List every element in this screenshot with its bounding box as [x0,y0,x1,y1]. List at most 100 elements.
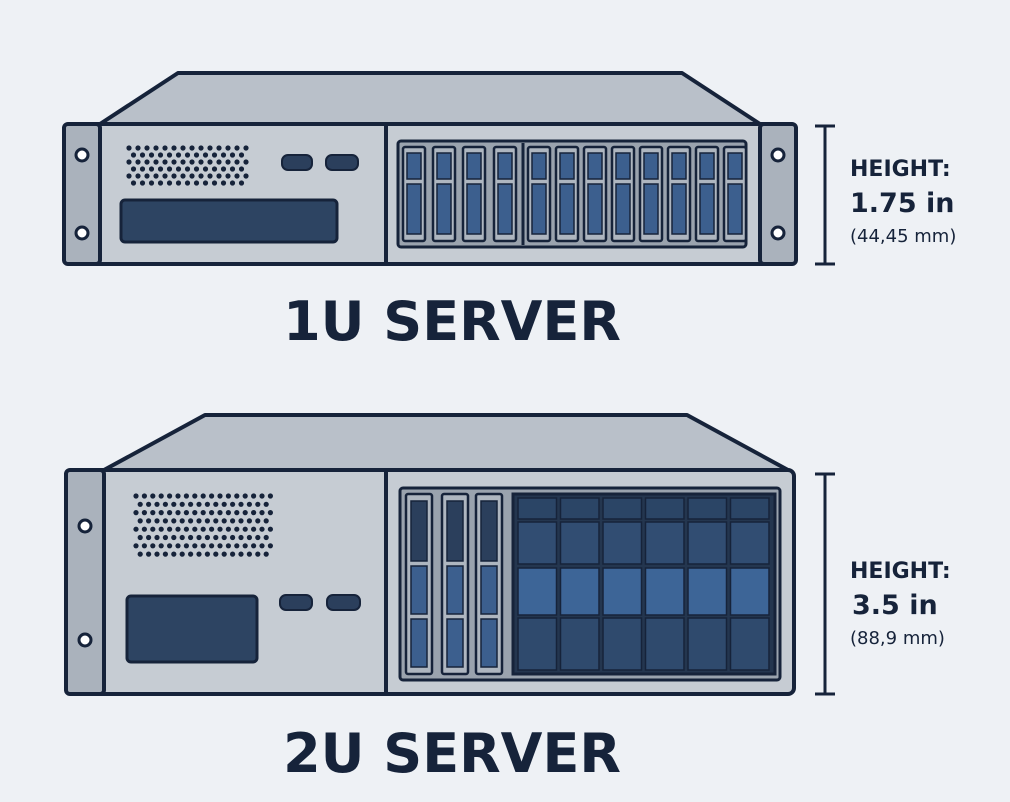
screw-hole-icon [74,225,90,241]
vent-hole [209,543,215,549]
vent-hole [188,534,194,541]
vent-hole [225,173,231,179]
drive-bay-cell [602,617,643,671]
vent-hole [225,145,231,151]
vent-hole [171,145,177,151]
vent-hole [133,493,139,499]
vent-hole [202,152,209,158]
vent-hole [171,518,177,524]
vent-hole [198,159,204,165]
drive-light [466,183,482,235]
vent-hole [126,159,132,165]
vent-hole [167,526,173,532]
vent-hole [175,152,182,158]
drive-bay-cell [517,567,558,616]
vent-hole [238,518,244,524]
vent-hole [150,526,156,532]
vent-hole [183,526,189,532]
drive-bay-cell [729,567,770,616]
vent-hole [246,518,252,524]
drive-light [436,152,452,180]
drive-light [559,152,575,180]
server-2u: HEIGHT: 3.5 in (88,9 mm) 2U SERVER [64,413,951,785]
vent-hole [141,493,147,499]
drive-light [615,152,631,180]
vent-hole [255,501,261,507]
vent-hole [192,543,198,549]
drive-light [497,152,513,180]
indicator-button-icon [279,594,313,611]
vent-hole [207,159,213,165]
drive-light [410,565,428,615]
vent-hole [217,526,223,532]
height-inches-2u: 3.5 in [852,590,938,621]
vent-hole [183,493,189,499]
vent-hole [221,501,227,507]
vent-hole [225,509,231,516]
vent-hole [135,159,141,165]
vent-hole [144,159,150,165]
vent-hole [251,526,257,532]
vent-hole [216,145,222,151]
vent-hole [221,518,227,524]
vent-hole [162,534,168,541]
vent-hole [234,526,240,532]
vent-hole [193,166,200,172]
drive-bay-cell [517,521,558,565]
vent-hole [221,534,227,541]
drive-grid-2u [511,492,777,676]
vent-hole [144,145,150,151]
vent-hole [209,526,215,532]
vent-hole [157,152,164,158]
vent-hole [179,551,185,557]
height-heading-2u: HEIGHT: [850,559,951,584]
drive-bay-cell [602,521,643,565]
drive-light [410,618,428,668]
vent-hole [263,501,269,507]
vent-hole [263,518,269,524]
vent-hole [238,152,245,158]
vent-hole [213,518,219,524]
chassis-top-1u [98,71,762,126]
drive-light [699,183,715,235]
vent-hole [154,501,160,507]
vent-hole [148,180,155,186]
vent-hole [238,166,245,172]
vent-hole [167,493,173,499]
vent-hole [133,509,139,516]
vent-hole [135,145,141,151]
vent-hole [204,501,210,507]
vent-hole [133,543,139,549]
indicator-button-icon [325,154,359,171]
drive-light [643,152,659,180]
vent-hole [242,509,248,516]
vent-hole [137,518,143,524]
vent-hole [263,551,269,557]
vent-hole [225,543,231,549]
vent-hole [267,493,273,499]
vent-hole [139,166,146,172]
vent-hole [192,509,198,516]
drive-light [671,183,687,235]
vent-hole [130,166,137,172]
drive-bay-cell [559,521,600,565]
vent-hole [171,159,177,165]
drive-light [410,500,428,562]
vent-hole [267,526,273,532]
vent-hole [259,526,265,532]
vent-hole [216,159,222,165]
vent-hole [126,173,132,179]
vent-hole [133,526,139,532]
vent-hole [238,551,244,557]
drive-light [587,183,603,235]
vent-hole [171,551,177,557]
vent-hole [217,543,223,549]
vent-hole [246,534,252,541]
drive-light [480,500,498,562]
vent-hole [259,493,265,499]
vent-hole [141,543,147,549]
drive-light [531,152,547,180]
vent-hole [150,509,156,516]
drive-bay-cell [559,497,600,520]
vent-hole [220,166,227,172]
